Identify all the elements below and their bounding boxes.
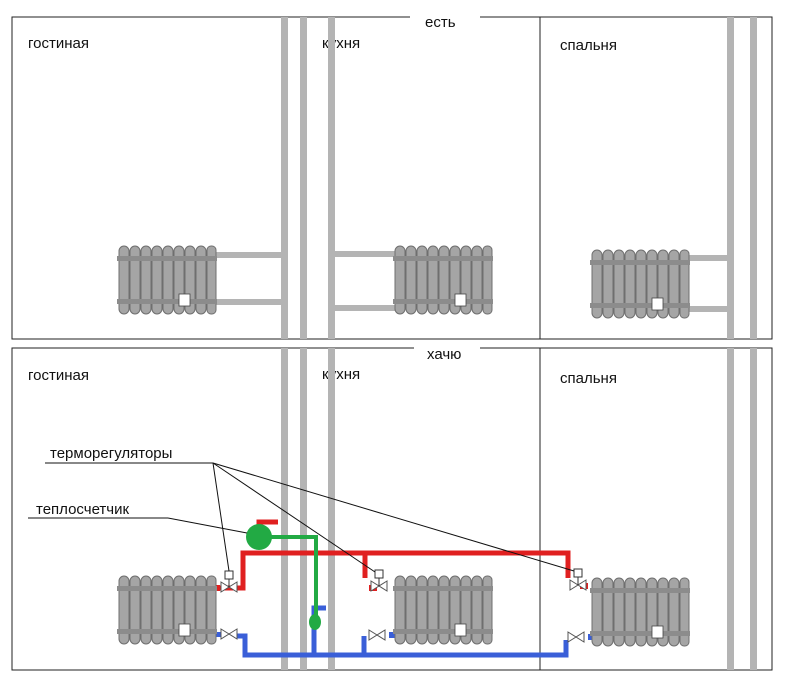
heat-meter-line bbox=[246, 524, 321, 630]
thermostat-head-icon bbox=[224, 570, 234, 580]
valve-icon bbox=[368, 629, 386, 641]
room-label-living: гостиная bbox=[28, 35, 89, 52]
valve-icon bbox=[567, 631, 585, 643]
radiator-bedroom bbox=[589, 245, 691, 323]
annotation-heat-meter: теплосчетчик bbox=[36, 501, 129, 518]
top-panel: есть гостиная кухня спальня bbox=[11, 10, 773, 340]
bottom-panel: хачю гостиная кухня спальня bbox=[11, 342, 773, 671]
radiator-living bbox=[116, 241, 218, 319]
title-bg bbox=[410, 10, 480, 28]
riser-pipes bbox=[214, 17, 757, 339]
radiator-bedroom bbox=[589, 573, 691, 651]
bottom-panel-frame bbox=[11, 347, 773, 671]
annotation-thermoregulators: терморегуляторы bbox=[50, 445, 172, 462]
return-stub bbox=[389, 632, 397, 638]
leader-lines bbox=[212, 462, 575, 573]
radiator-kitchen bbox=[392, 571, 494, 649]
top-panel-frame bbox=[11, 16, 773, 340]
room-label-bedroom: спальня bbox=[560, 370, 617, 387]
radiator-kitchen bbox=[392, 241, 494, 319]
leader-line bbox=[167, 517, 248, 534]
radiator-living bbox=[116, 571, 218, 649]
meter-sensor-icon bbox=[309, 614, 321, 630]
room-label-living: гостиная bbox=[28, 367, 89, 384]
title-bg bbox=[414, 342, 480, 360]
valve-icon bbox=[220, 628, 238, 640]
room-label-kitchen: кухня bbox=[322, 366, 360, 383]
return-stub bbox=[216, 632, 222, 637]
room-label-bedroom: спальня bbox=[560, 37, 617, 54]
riser-pipes bbox=[281, 348, 757, 670]
bottom-panel-title: хачю bbox=[427, 346, 461, 363]
thermostat-head-icon bbox=[573, 568, 583, 578]
top-panel-title: есть bbox=[425, 14, 456, 31]
room-label-kitchen: кухня bbox=[322, 35, 360, 52]
thermostat-head-icon bbox=[374, 569, 384, 579]
heat-meter-icon bbox=[246, 524, 272, 550]
